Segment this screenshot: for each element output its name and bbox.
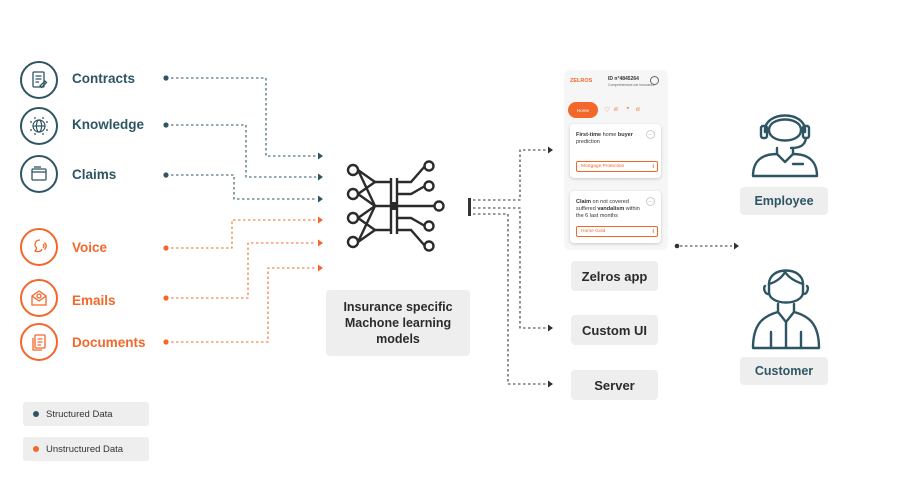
heart-icon[interactable]: ♡ — [604, 107, 611, 114]
legend-unstructured-label: Unstructured Data — [46, 443, 124, 455]
folder-icon — [20, 155, 58, 193]
structured-dot-icon — [33, 411, 39, 417]
documents-icon — [20, 323, 58, 361]
emails-connector-dot — [163, 295, 169, 301]
card-1-text: First-time home buyer prediction — [576, 132, 633, 145]
customer-icon — [751, 269, 821, 350]
contract-icon — [20, 61, 58, 99]
output-bracket — [468, 198, 471, 216]
source-label-emails: Emails — [72, 293, 116, 308]
source-label-voice: Voice — [72, 240, 108, 255]
signal-bars-icon: ıll — [614, 107, 618, 113]
knowledge-connector-dot — [163, 122, 169, 128]
source-label-documents: Documents — [72, 335, 146, 350]
voice-connector-dot — [163, 245, 169, 251]
source-label-contracts: Contracts — [72, 71, 136, 86]
card-2-text: Claim on not covered suffered vandalism … — [576, 199, 640, 219]
prediction-card-2[interactable]: Claim on not covered suffered vandalism … — [570, 191, 661, 243]
user-icon[interactable] — [650, 76, 659, 85]
globe-icon — [20, 107, 58, 145]
documents-connector-dot — [163, 339, 169, 345]
neural-network-icon — [346, 160, 445, 252]
tab-home[interactable]: Home — [568, 102, 598, 118]
legend-unstructured: Unstructured Data — [23, 437, 149, 461]
more-icon[interactable]: … — [646, 197, 655, 206]
output-custom-ui: Custom UI — [571, 315, 658, 345]
employee-headset-icon — [751, 114, 819, 178]
signal-bars-icon: ıll — [636, 107, 640, 113]
email-icon — [20, 279, 58, 317]
prediction-card-1[interactable]: First-time home buyer prediction … Mortg… — [570, 124, 661, 178]
output-zelros-app: Zelros app — [571, 261, 658, 291]
source-label-claims: Claims — [72, 167, 117, 182]
car-icon[interactable]: ◓ — [626, 106, 630, 112]
unstructured-dot-icon — [33, 446, 39, 452]
ml-models-box: Insurance specific Machone learning mode… — [326, 290, 470, 356]
claims-connector-dot — [163, 172, 169, 178]
app-id-line: ID n°4845264 — [608, 76, 639, 82]
source-label-knowledge: Knowledge — [72, 117, 145, 132]
more-icon[interactable]: … — [646, 130, 655, 139]
voice-icon — [20, 228, 58, 266]
output-server: Server — [571, 370, 658, 400]
role-employee: Employee — [740, 187, 828, 215]
contracts-connector-dot — [163, 75, 169, 81]
role-customer: Customer — [740, 357, 828, 385]
app-sub-line: Comprehensive car Insurance — [608, 83, 655, 87]
zelros-app-mockup: ZELROS ID n°4845264 Comprehensive car In… — [564, 70, 668, 250]
tab-home-label: Home — [576, 107, 589, 113]
app-logo: ZELROS — [570, 78, 593, 84]
legend-structured: Structured Data — [23, 402, 149, 426]
legend-structured-label: Structured Data — [46, 408, 113, 420]
